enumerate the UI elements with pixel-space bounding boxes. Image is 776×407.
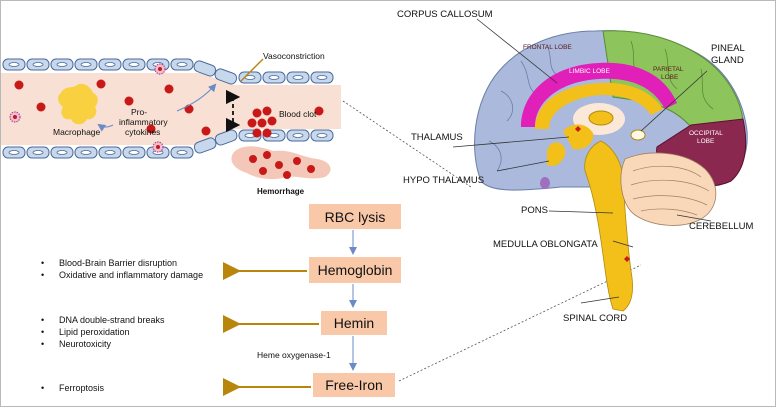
blood-clot bbox=[247, 106, 277, 138]
bullet-dot: • bbox=[41, 258, 44, 268]
blood-vessel: Macrophage Pro- inflammatory cytokines V… bbox=[1, 51, 341, 196]
hemorrhage-cells bbox=[249, 151, 315, 179]
effect-oxidative: Oxidative and inflammatory damage bbox=[59, 270, 203, 280]
bullet-dot: • bbox=[41, 315, 44, 325]
vasoconstriction-label: Vasoconstriction bbox=[263, 51, 325, 61]
bullet-dot: • bbox=[41, 339, 44, 349]
frontal-lobe-label: FRONTAL LOBE bbox=[523, 44, 572, 51]
hemin-box bbox=[321, 311, 387, 335]
pineal-label-2: GLAND bbox=[711, 55, 744, 66]
cytokines-label-3: cytokines bbox=[125, 127, 160, 137]
pineal-label-1: PINEAL bbox=[711, 43, 745, 54]
hemoglobin-box bbox=[309, 257, 401, 283]
corpus-callosum bbox=[535, 82, 663, 129]
effects-hemoglobin: • Blood-Brain Barrier disruption • Oxida… bbox=[41, 258, 203, 280]
bullet-dot: • bbox=[41, 270, 44, 280]
fornix bbox=[563, 124, 594, 150]
enzyme-label: Heme oxygenase-1 bbox=[257, 350, 331, 360]
cytokine-curve-arrow bbox=[176, 83, 217, 112]
vasoconstriction-pointer bbox=[240, 58, 264, 82]
zoom-line-top bbox=[342, 100, 472, 188]
bleed-mark-2 bbox=[624, 256, 630, 262]
macrophage-label: Macrophage bbox=[53, 127, 101, 137]
corpus-callosum-label: CORPUS CALLOSUM bbox=[397, 9, 493, 20]
cytokine-arrow bbox=[97, 123, 114, 132]
thalamus-center bbox=[588, 110, 614, 126]
parietal-lobe bbox=[602, 30, 744, 128]
free-iron-label: Free-Iron bbox=[325, 377, 383, 393]
brain-leader-lines bbox=[452, 18, 712, 304]
rbc-lysis-box bbox=[309, 204, 401, 229]
hypothalamus-label: HYPO THALAMUS bbox=[403, 175, 484, 186]
pituitary bbox=[540, 177, 550, 189]
hemin-label: Hemin bbox=[334, 315, 374, 331]
macrophage-cell bbox=[58, 83, 98, 125]
hemorrhage-label: Hemorrhage bbox=[257, 187, 305, 196]
brain-illustration: CORPUS CALLOSUM FRONTAL LOBE LIMBIC LOBE… bbox=[397, 9, 753, 324]
bleed-mark-1 bbox=[575, 126, 581, 132]
effect-bbb: Blood-Brain Barrier disruption bbox=[59, 258, 177, 268]
red-blood-cells bbox=[14, 79, 324, 136]
effect-neurotoxicity: Neurotoxicity bbox=[59, 339, 112, 349]
hemoglobin-label: Hemoglobin bbox=[318, 262, 393, 278]
limbic-lobe bbox=[521, 62, 677, 127]
cerebellum-label: CEREBELLUM bbox=[689, 221, 753, 232]
occipital-lobe-label-1: OCCIPITAL bbox=[689, 130, 723, 137]
cytokines-label-2: inflammatory bbox=[119, 117, 168, 127]
spinal-cord-label: SPINAL CORD bbox=[563, 313, 627, 324]
effects-free-iron: • Ferroptosis bbox=[41, 383, 105, 393]
bullet-dot: • bbox=[41, 327, 44, 337]
cerebellum-folia bbox=[630, 165, 710, 216]
hypothalamus bbox=[547, 142, 566, 166]
occipital-lobe-label-2: LOBE bbox=[697, 138, 715, 145]
thalamus-label: THALAMUS bbox=[411, 132, 463, 143]
effect-dna: DNA double-strand breaks bbox=[59, 315, 165, 325]
pons-label: PONS bbox=[521, 205, 548, 216]
rbc-lysis-label: RBC lysis bbox=[325, 209, 386, 225]
effect-ferroptosis: Ferroptosis bbox=[59, 383, 105, 393]
zoom-line-bottom bbox=[398, 264, 642, 382]
endothelial-nuclei bbox=[8, 62, 328, 155]
limbic-lobe-label: LIMBIC LOBE bbox=[569, 68, 610, 75]
parietal-lobe-label-1: PARIETAL bbox=[653, 66, 684, 73]
inflammatory-cells bbox=[9, 63, 166, 153]
blood-clot-label: Blood clot bbox=[279, 109, 317, 119]
bullet-dot: • bbox=[41, 383, 44, 393]
parietal-lobe-label-2: LOBE bbox=[661, 74, 679, 81]
cytokines-label-1: Pro- bbox=[131, 107, 147, 117]
effect-lipid: Lipid peroxidation bbox=[59, 327, 130, 337]
free-iron-box bbox=[313, 373, 395, 397]
medulla-label: MEDULLA OBLONGATA bbox=[493, 239, 598, 250]
pineal-gland bbox=[630, 129, 646, 141]
pathway: RBC lysis Hemoglobin Hemin Heme oxygenas… bbox=[223, 204, 401, 397]
effects-hemin: • DNA double-strand breaks • Lipid perox… bbox=[41, 315, 165, 349]
